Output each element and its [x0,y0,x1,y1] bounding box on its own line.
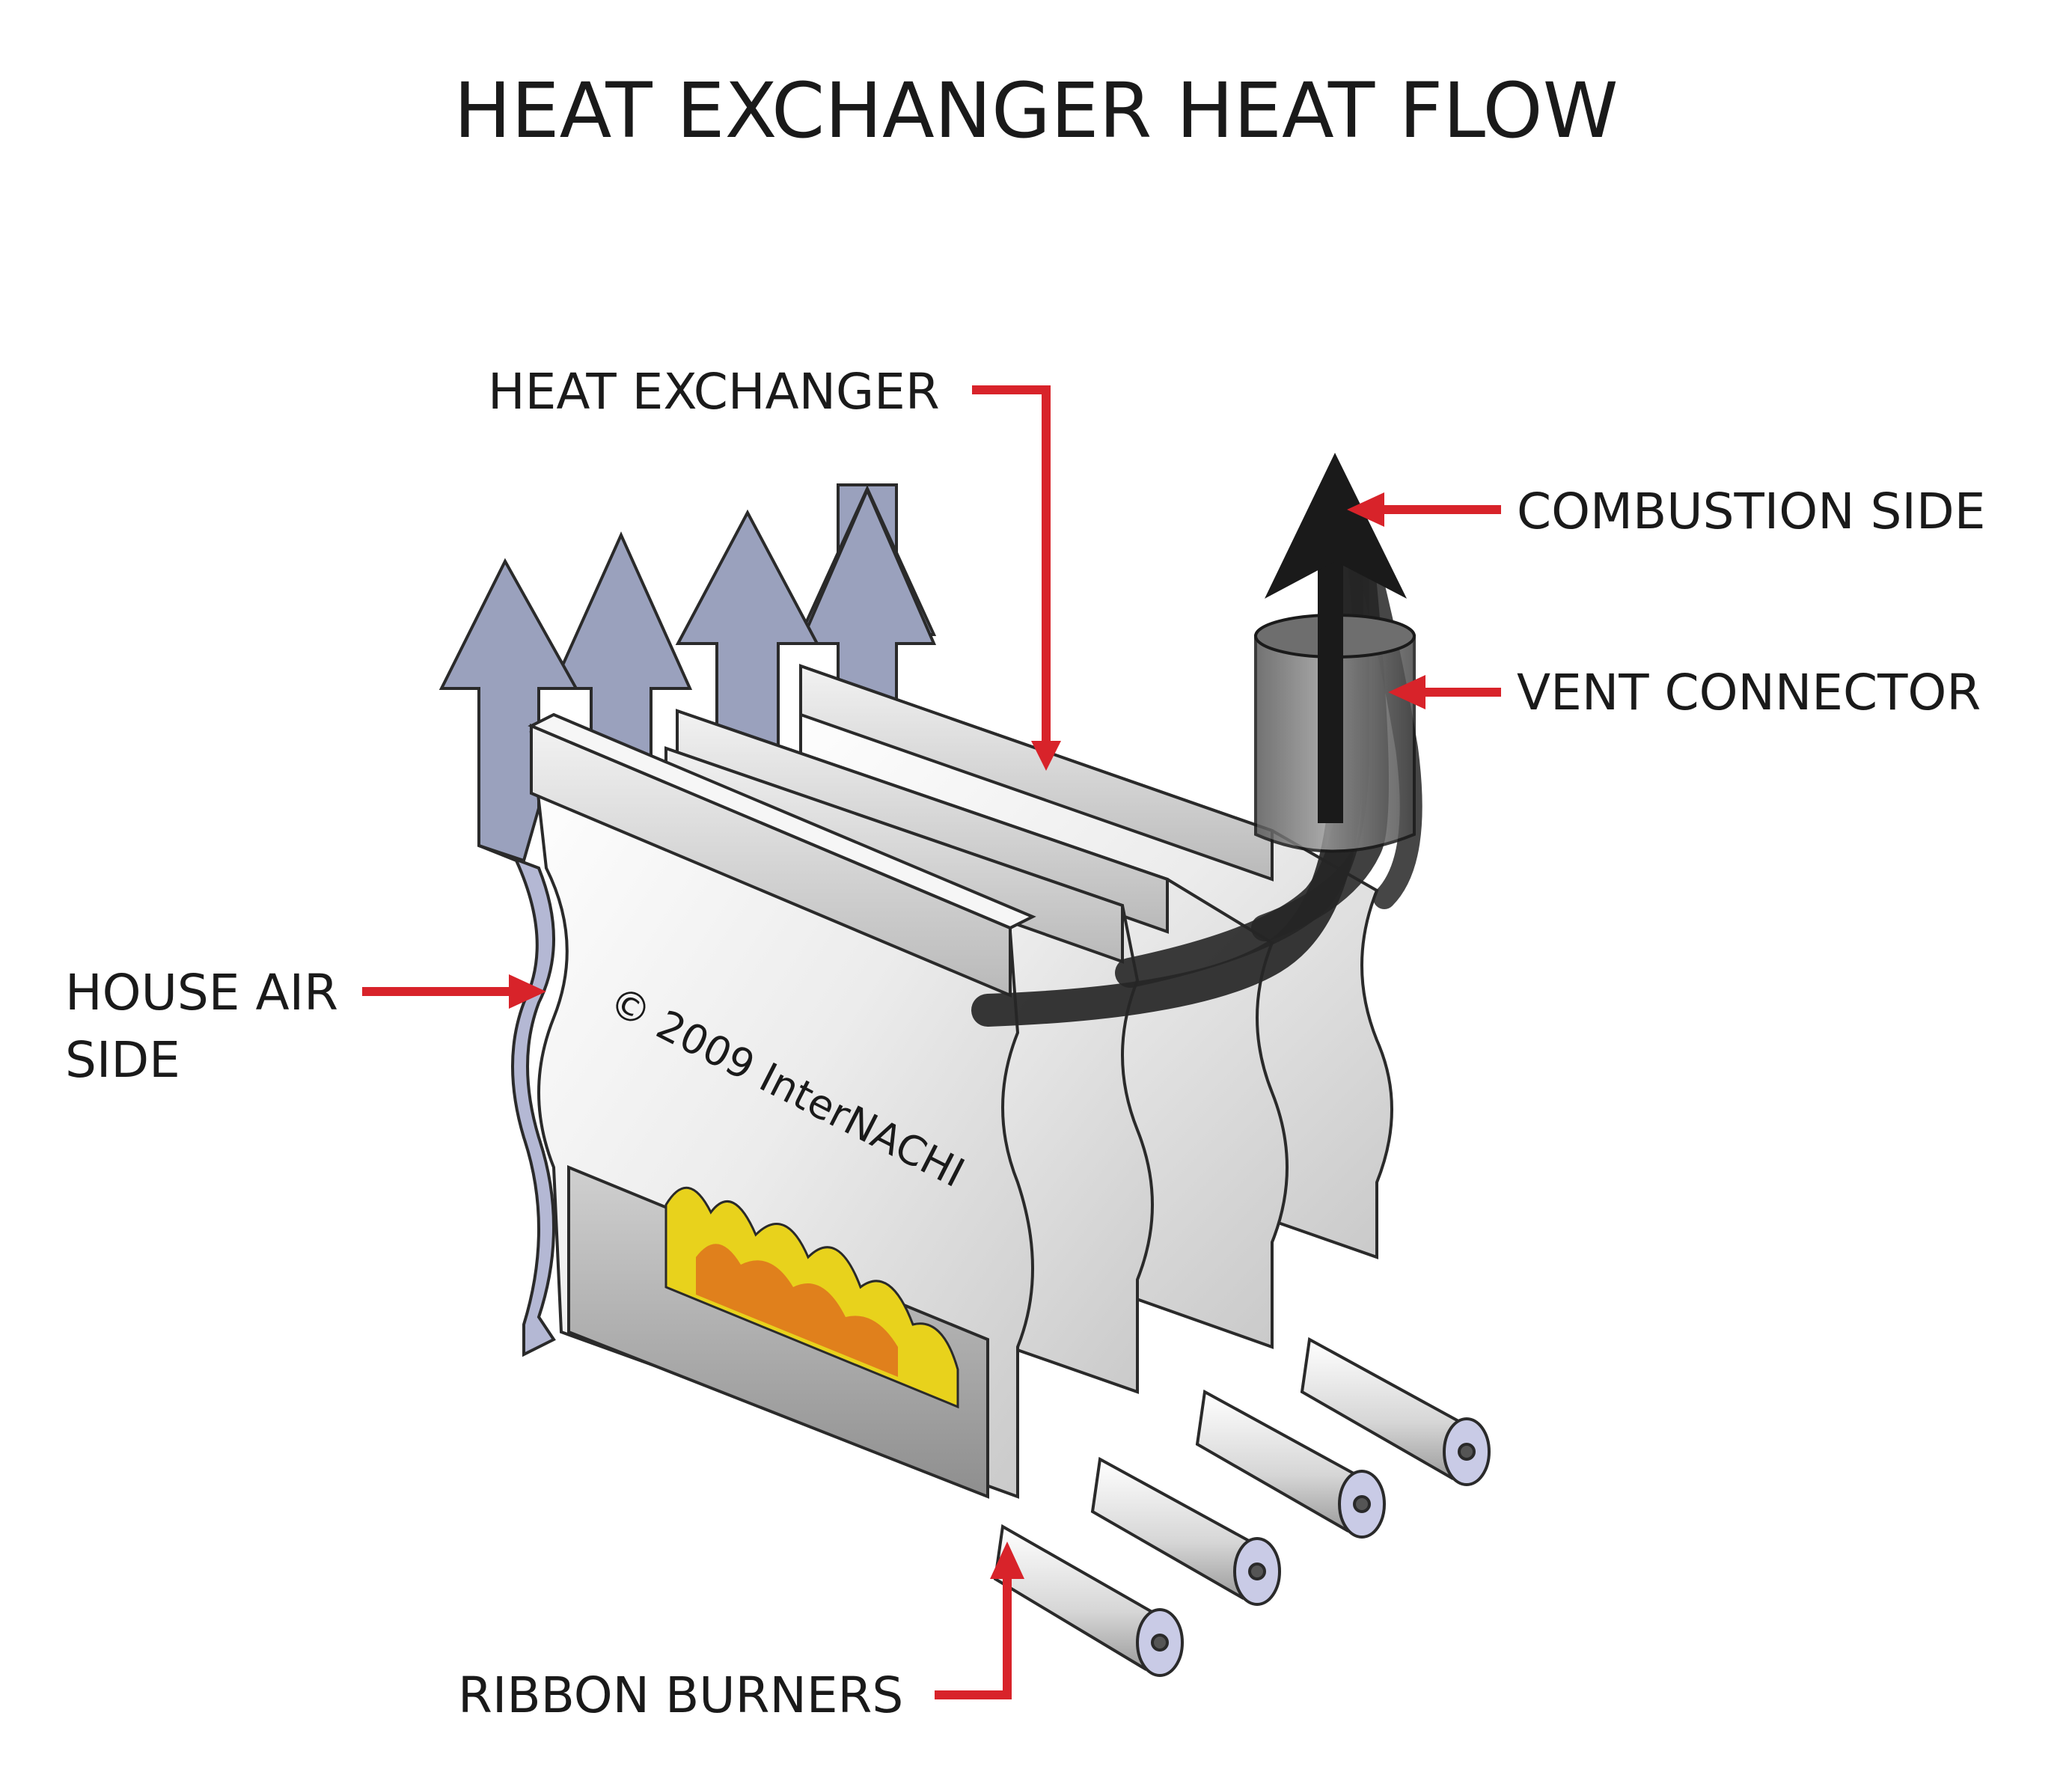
combustion-side-leader-head [1347,492,1384,527]
vent-connector-label: VENT CONNECTOR [1517,664,1981,721]
heat-exchanger-leader [972,385,1051,753]
house-air-leader-head [509,974,546,1009]
exchanger-rail-1-top [528,712,1036,930]
house-air-arrow-3 [675,509,820,750]
callout-leaders [362,385,1501,1699]
vent-connector-leader-head [1388,675,1425,709]
exchanger-rail-4 [799,664,1274,882]
house-air-side-label-line1: HOUSE AIR [65,964,338,1021]
house-air-side-sheet [478,844,556,1357]
ribbon-burners-label: RIBBON BURNERS [458,1667,904,1724]
heat-exchanger-leader-head [1031,741,1061,771]
ribbon-burner-1 [993,1524,1184,1677]
flame-inner [696,1244,898,1377]
ribbon-burners [993,1336,1491,1677]
combustion-side-label: COMBUSTION SIDE [1517,483,1986,540]
diagram-title: HEAT EXCHANGER HEAT FLOW [453,67,1619,156]
ribbon-burner-3 [1195,1389,1386,1539]
exchanger-rail-3 [676,709,1169,934]
ribbon-burners-leader [935,1571,1012,1699]
combustion-side-arrow [1265,453,1407,823]
house-air-side-label-line2: SIDE [65,1031,180,1089]
ribbon-burner-2 [1090,1456,1281,1606]
heat-exchanger-label: HEAT EXCHANGER [488,363,940,421]
ribbon-burners-leader-head [990,1542,1024,1579]
combustion-chamber-window [567,1165,989,1499]
combustion-arrowhead [1265,453,1407,599]
ribbon-burner-4 [1300,1336,1491,1486]
